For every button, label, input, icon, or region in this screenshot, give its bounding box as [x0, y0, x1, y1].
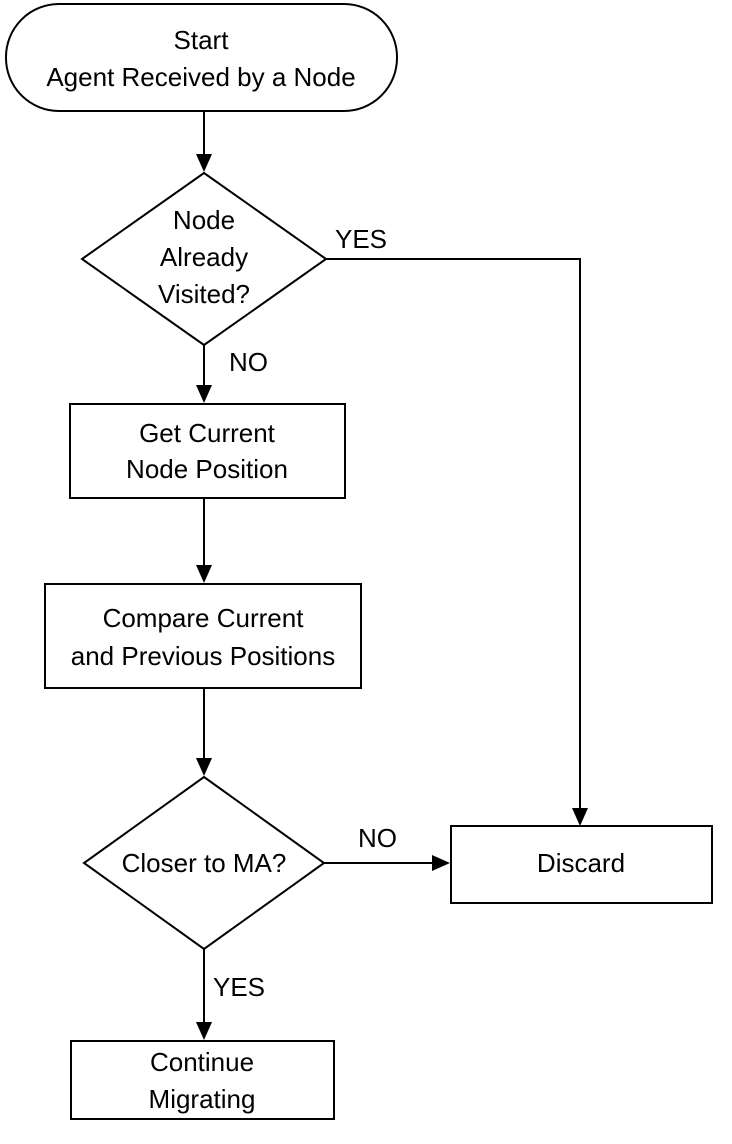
visited-label-line3: Visited? — [158, 279, 250, 309]
visited-decision-diamond — [80, 171, 328, 347]
visited-decision-node: Node Already Visited? — [80, 171, 328, 347]
get-position-label-line1: Get Current — [139, 418, 276, 448]
visited-label-line1: Node — [173, 205, 235, 235]
start-terminator-shape — [5, 3, 398, 112]
arrowhead-closer-to-discard — [432, 855, 450, 871]
continue-label-line2: Migrating — [149, 1084, 256, 1114]
start-node: Start Agent Received by a Node — [5, 3, 398, 112]
get-position-label-line2: Node Position — [126, 454, 288, 484]
edge-label-closer-no: NO — [358, 823, 397, 853]
arrowhead-start-to-visited — [196, 154, 212, 172]
closer-decision-node: Closer to MA? — [82, 775, 326, 951]
compare-label-line2: and Previous Positions — [71, 641, 335, 671]
discard-box — [450, 825, 713, 904]
closer-label-line1: Closer to MA? — [122, 848, 287, 878]
get-position-box — [69, 403, 346, 499]
start-label-line1: Start — [174, 25, 230, 55]
discard-label-line1: Discard — [537, 848, 625, 878]
arrowhead-visited-to-discard — [572, 808, 588, 826]
edge-label-visited-yes: YES — [335, 224, 387, 254]
compare-box — [44, 583, 362, 689]
compare-label-line1: Compare Current — [103, 603, 305, 633]
visited-label-line2: Already — [160, 242, 248, 272]
continue-box — [70, 1040, 335, 1120]
edge-visited-to-discard — [326, 258, 581, 810]
start-label-line2: Agent Received by a Node — [46, 62, 355, 92]
arrowhead-visited-to-get-position — [196, 385, 212, 403]
arrowhead-get-position-to-compare — [196, 565, 212, 583]
continue-node: Continue Migrating — [70, 1040, 335, 1120]
edge-label-closer-yes: YES — [213, 972, 265, 1002]
arrowhead-compare-to-closer — [196, 758, 212, 776]
compare-node: Compare Current and Previous Positions — [44, 583, 362, 689]
continue-label-line1: Continue — [150, 1047, 254, 1077]
get-position-node: Get Current Node Position — [69, 403, 346, 499]
arrowhead-closer-to-continue — [196, 1022, 212, 1040]
closer-decision-diamond — [82, 775, 326, 951]
edge-label-visited-no: NO — [229, 347, 268, 377]
discard-node: Discard — [450, 825, 713, 904]
